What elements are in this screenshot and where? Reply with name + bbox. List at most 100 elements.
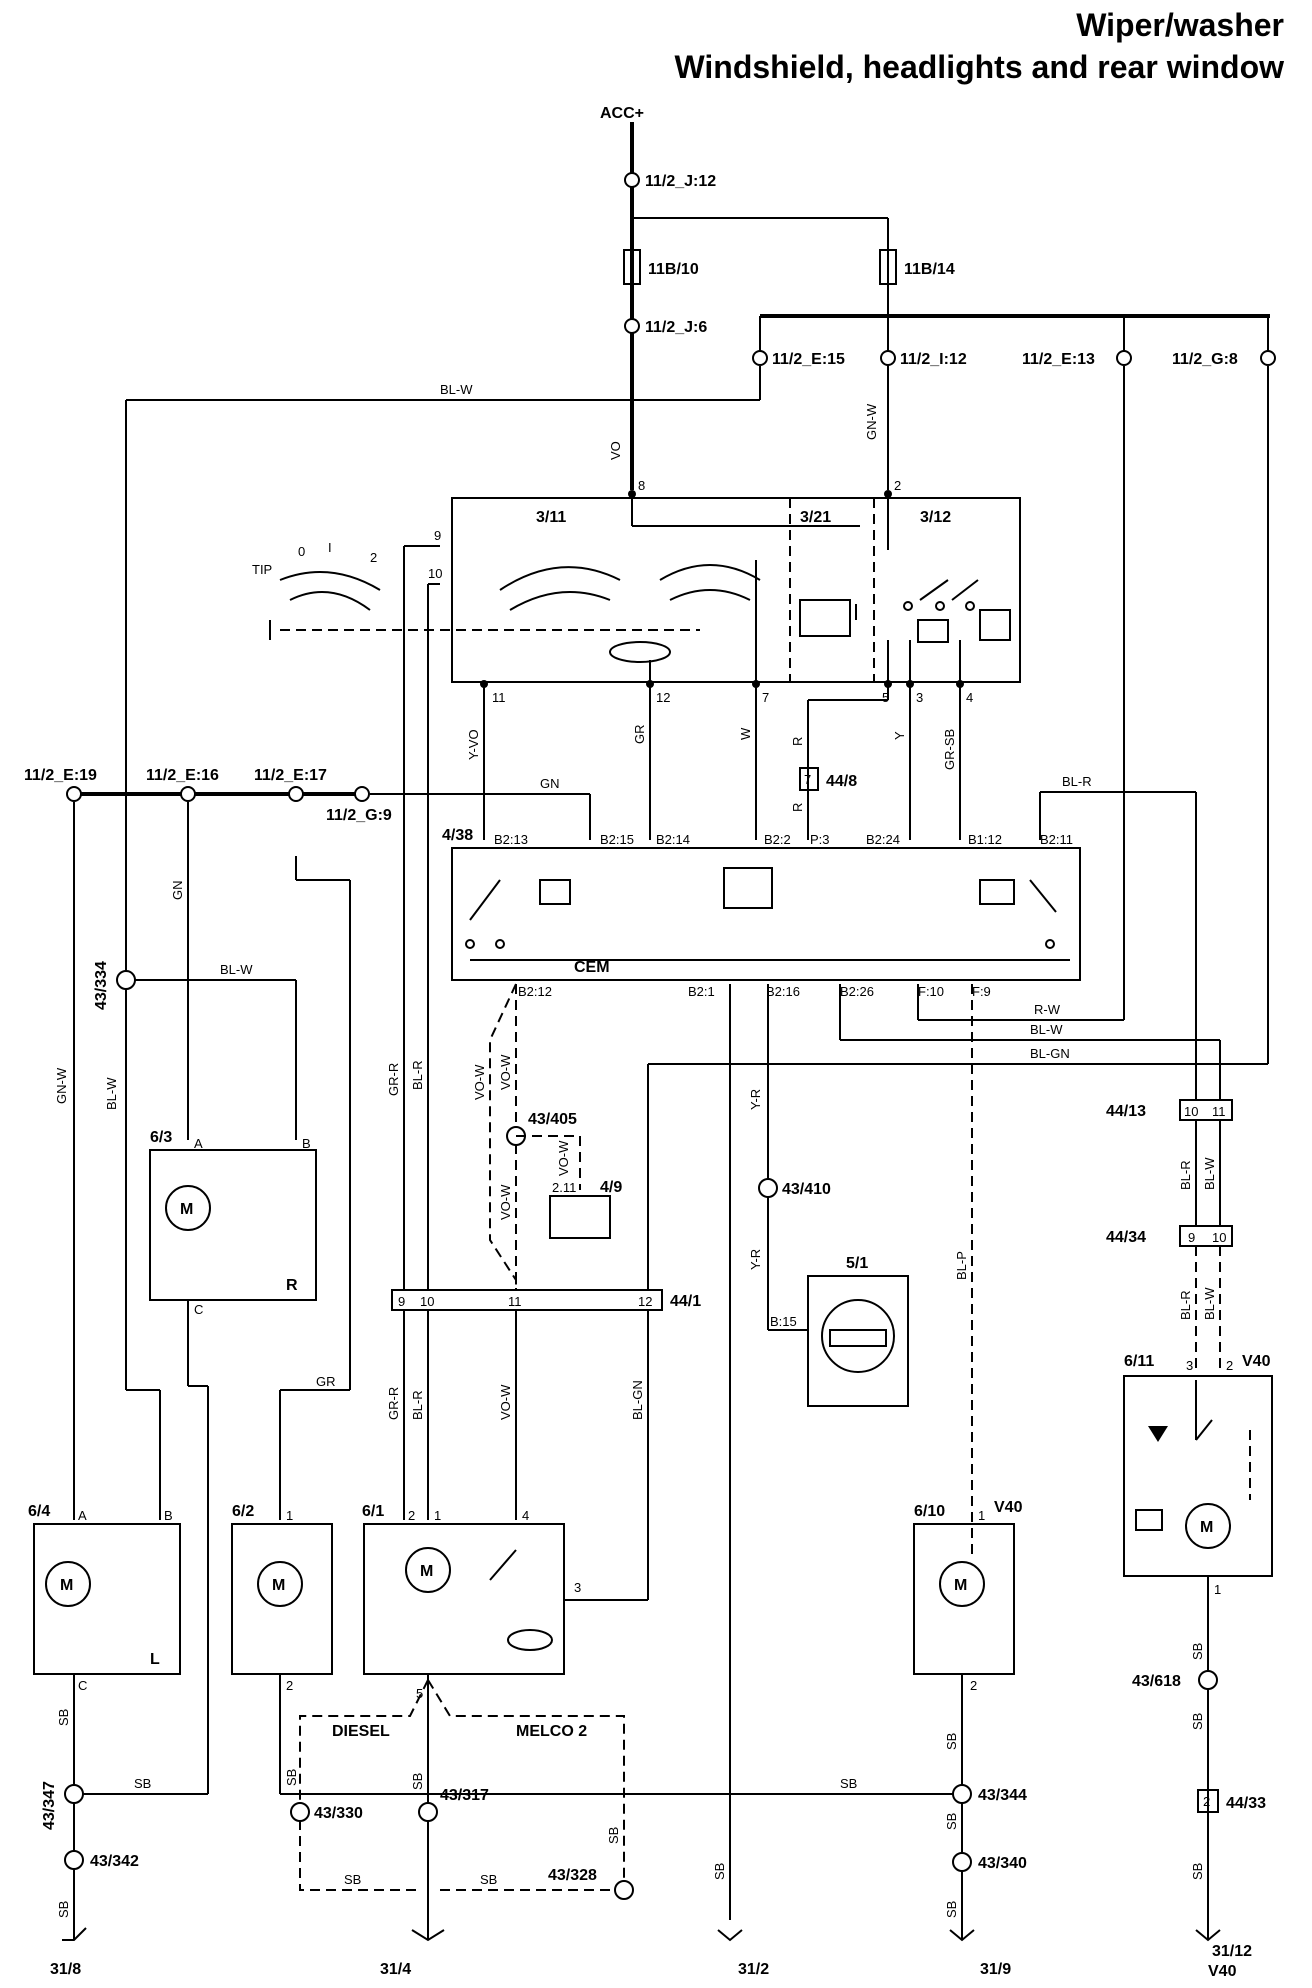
motor-63-m: M: [180, 1201, 193, 1218]
pin-b214: B2:14: [656, 832, 690, 847]
pin-1-61: 1: [434, 1508, 441, 1523]
wire-yr-label-a: Y-R: [748, 1089, 763, 1110]
wire-vo-label: VO: [608, 441, 623, 460]
motor-64-m: M: [60, 1577, 73, 1594]
wire-sb-melco: SB: [480, 1872, 497, 1887]
wire-yvo-label: Y-VO: [466, 729, 481, 760]
tip-label: TIP: [252, 562, 272, 577]
cem-id-label: 4/38: [442, 827, 473, 844]
pin-10-4434: 10: [1212, 1230, 1226, 1245]
pin-3-sw: 3: [916, 690, 923, 705]
motor-64-side: L: [150, 1651, 160, 1668]
terminal-e13: [1116, 350, 1132, 366]
diagram-title: Wiper/washer: [1076, 7, 1284, 43]
wire-grr-label-a: GR-R: [386, 1063, 401, 1096]
wire-blw-label-l: BL-W: [104, 1077, 119, 1110]
pin-b226: B2:26: [840, 984, 874, 999]
pin-1-610: 1: [978, 1508, 985, 1523]
wire-grsb-label: GR-SB: [942, 729, 957, 770]
connector-e17-label: 11/2_E:17: [254, 767, 327, 784]
motor-611-m: M: [1200, 1519, 1213, 1536]
wire-blw-label: BL-W: [440, 382, 473, 397]
terminal-j12: [624, 172, 640, 188]
wire-sb-611b: SB: [1190, 1713, 1205, 1730]
pin-b-63: B: [302, 1136, 311, 1151]
connector-g9-label: 11/2_G:9: [326, 807, 392, 824]
fuse-11b10: [623, 249, 641, 285]
connector-g8-label: 11/2_G:8: [1172, 351, 1238, 368]
connector-448: R 7 44/8 R: [790, 699, 888, 840]
terminal-e19: [66, 786, 82, 802]
v40-label-610: V40: [994, 1499, 1023, 1516]
terminal-e17: [288, 786, 304, 802]
pin-10-top: 10: [428, 566, 442, 581]
motor-610-label: 6/10: [914, 1503, 945, 1520]
cem-module: 4/38 CEM B2:13 B2:15 B2:14 B2:2 P:3 B2:2…: [442, 366, 1269, 1920]
connector-j12-label: 11/2_J:12: [645, 173, 716, 190]
terminal-g8: [1260, 350, 1276, 366]
wire-vow-label-e: VO-W: [498, 1384, 513, 1420]
wire-blw-label-d: BL-W: [1202, 1287, 1217, 1320]
motor-63-group: 43/334 BL-W GN BL-W 6/3 A B M R C GR: [93, 400, 351, 1794]
splice-43344-label: 43/344: [978, 1787, 1027, 1804]
wire-vow-label-d: VO-W: [498, 1184, 513, 1220]
note-diesel: DIESEL: [332, 1723, 390, 1740]
switch-block: 3/11 3/21 3/12 8 2 9 10 TIP 0 I 2: [252, 478, 1021, 1290]
terminal-j6: [624, 318, 640, 334]
wire-grr-label-b: GR-R: [386, 1387, 401, 1420]
pin-b112: B1:12: [968, 832, 1002, 847]
ground-312-label: 31/2: [738, 1961, 769, 1978]
wire-sb-62: SB: [284, 1769, 299, 1786]
wire-sb-64b: SB: [56, 1901, 71, 1918]
pin-b211: B2:11: [1040, 832, 1073, 847]
ground-3112-label: 31/12: [1212, 1943, 1252, 1960]
cem-label: CEM: [574, 959, 610, 976]
wire-blw-label-63: BL-W: [220, 962, 253, 977]
connector-e15-label: 11/2_E:15: [772, 351, 845, 368]
pin-10-441: 10: [420, 1294, 434, 1309]
left-bus: 11/2_E:19 11/2_E:16 11/2_E:17 11/2_G:9 G…: [24, 767, 591, 840]
pin-b15: B:15: [770, 1314, 797, 1329]
wire-gr-label-62: GR: [316, 1374, 336, 1389]
pin-7-448: 7: [804, 772, 811, 787]
splice-43328-label: 43/328: [548, 1867, 597, 1884]
motor-62-label: 6/2: [232, 1503, 254, 1520]
pin-9-441: 9: [398, 1294, 405, 1309]
pin-1-62: 1: [286, 1508, 293, 1523]
pin-a-63: A: [194, 1136, 203, 1151]
wire-vow-label-a: VO-W: [556, 1140, 571, 1176]
pos-2: 2: [370, 550, 377, 565]
wire-sb-340b: SB: [944, 1901, 959, 1918]
wire-blr-label-a: BL-R: [410, 1060, 425, 1090]
wire-gn-label-63: GN: [170, 881, 185, 901]
wire-blp-label: BL-P: [954, 1251, 969, 1280]
pin-b-64: B: [164, 1508, 173, 1523]
connector-e19-label: 11/2_E:19: [24, 767, 97, 784]
instrument-group: 43/410 Y-R 5/1 B:15 31/2 SB: [712, 1178, 909, 1978]
wire-rw-label: R-W: [1034, 1002, 1061, 1017]
diagram-subtitle: Windshield, headlights and rear window: [674, 49, 1284, 85]
motor-62-m: M: [272, 1577, 285, 1594]
motor-610-group: 6/10 1 V40 M 2 SB SB 43/344 43/340 SB SB…: [840, 1499, 1027, 1978]
pin-1-611: 1: [1214, 1582, 1221, 1597]
wire-sb-64: SB: [56, 1709, 71, 1726]
pin-2-62: 2: [286, 1678, 293, 1693]
connector-4434-label: 44/34: [1106, 1229, 1146, 1246]
motor-62-group: 6/2 1 M 2 SB: [231, 1503, 962, 1795]
wire-r-label-a: R: [790, 737, 805, 746]
wire-r-label-b: R: [790, 803, 805, 812]
switch-321-label: 3/21: [800, 509, 831, 526]
instrument-51-housing: [807, 1275, 909, 1407]
motor-61-label: 6/1: [362, 1503, 384, 1520]
pin-2-610: 2: [970, 1678, 977, 1693]
pin-4-sw: 4: [966, 690, 973, 705]
pin-7-sw: 7: [762, 690, 769, 705]
connector-441: [391, 1289, 663, 1311]
v40-label-611: V40: [1242, 1353, 1271, 1370]
switch-312-label: 3/12: [920, 509, 951, 526]
wire-blr-label-c: BL-R: [1178, 1160, 1193, 1190]
pin-9-4434: 9: [1188, 1230, 1195, 1245]
wire-blgn-label-top: BL-GN: [1030, 1046, 1070, 1061]
pin-f9: F:9: [972, 984, 991, 999]
v40-label-ground: V40: [1208, 1963, 1237, 1980]
